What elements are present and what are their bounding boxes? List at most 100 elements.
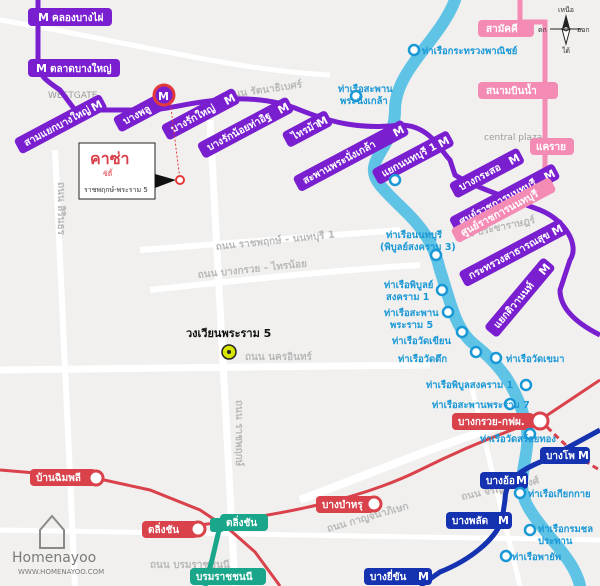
road-label: ถนน ราชพฤกษ์ [233, 400, 245, 467]
metro-icon: M [391, 123, 407, 140]
svg-text:ใต้: ใต้ [562, 46, 570, 55]
project-logo-text: คาซ่า [90, 149, 130, 168]
metro-icon: M [276, 100, 292, 117]
red-stations: บ้านฉิมพลี ตลิ่งชัน บางบำหรุ บางกรวย-กฟผ… [30, 411, 550, 538]
brand-name: Homenayoo [12, 550, 96, 566]
station-label: บางรักน้อยท่าอิฐ [205, 110, 273, 154]
metro-icon: M [38, 11, 49, 24]
station-bang-o[interactable]: บางอ้อ M [480, 472, 528, 489]
metro-icon: M [314, 114, 330, 131]
station-label: แยกติวานนท์ [491, 280, 537, 331]
metro-icon: M [550, 222, 566, 239]
metro-icon: M [498, 514, 509, 527]
road-label: ถนน นครอินทร์ [245, 351, 313, 363]
pier-label: พระนั่งเกล้า [340, 93, 388, 107]
landmark-label: วงเวียนพระราม 5 [186, 327, 271, 340]
pier-label: ท่าเรือสะพาน [384, 307, 439, 319]
project-connector [169, 99, 181, 181]
pier-label: ท่าเรือวัดเขียน [392, 335, 451, 347]
pier-label: สงคราม 1 [386, 292, 429, 303]
metro-icon: M [158, 90, 169, 103]
station-label: บรมราชชนนี [196, 571, 253, 583]
pier-label: ท่าเรือพิบูลย์ [384, 279, 433, 292]
station-sanam-bin-nam[interactable]: สนามบินน้ำ [478, 82, 558, 99]
pier-label: ท่าเรือวัดเขมา [506, 353, 565, 365]
station-label: สามแยกบางใหญ่ [21, 103, 92, 149]
pier-label: ประทาน [538, 535, 573, 547]
pier-label: ท่าเรือพายัพ [512, 551, 561, 563]
station-label: คลองบางไผ่ [52, 11, 104, 24]
place-label: central plaza [484, 133, 542, 143]
station-label: ตลาดบางใหญ่ [50, 62, 112, 75]
project-callout[interactable]: คาซ่า ซิตี้ ราชพฤกษ์-พระราม 5 [78, 142, 185, 200]
pier-label: ท่าเรือวัดสร้อยทอง [480, 433, 556, 445]
road-label: ถนน สิรินธร [55, 182, 67, 236]
station-samakkhi[interactable]: สามัคคี [478, 20, 534, 37]
landmark-rama5-circle[interactable]: วงเวียนพระราม 5 [186, 327, 271, 360]
green-stations: ตลิ่งชัน บรมราชชนนี [190, 514, 268, 585]
pier-label: ท่าเรือวัดตึก [398, 353, 447, 365]
station-label: บางกรวย-กฟผ. [458, 416, 525, 428]
station-label: บางยี่ขัน [370, 569, 407, 583]
svg-text:ตก: ตก [538, 26, 547, 34]
pier-label: ท่าเรือพิบูลสงคราม 1 [426, 379, 513, 392]
station-taling-chan-green[interactable]: ตลิ่งชัน [220, 514, 268, 531]
station-bang-yi-khan[interactable]: บางยี่ขัน M [364, 568, 432, 585]
station-khae-rai[interactable]: แคราย [530, 138, 574, 155]
pier-label: ท่าเรือสะพาน [338, 83, 393, 95]
station-bang-pho[interactable]: บางโพ M [540, 447, 590, 464]
road-label: ถนน ราชพฤกษ์ - นนทบุรี 1 [215, 229, 335, 253]
station-label: สะพานพระนั่งเกล้า [300, 137, 378, 187]
station-borommaratchachonnani[interactable]: บรมราชชนนี [190, 568, 266, 585]
red-line [199, 378, 600, 527]
station-talad-bang-yai[interactable]: M ตลาดบางใหญ่ [28, 59, 120, 77]
station-label: บ้านฉิมพลี [36, 472, 81, 484]
metro-icon: M [436, 134, 452, 151]
station-label: บางบำหรุ [322, 499, 363, 511]
station-taling-chan-red[interactable]: ตลิ่งชัน [142, 520, 207, 538]
station-bang-kruai-egat[interactable]: บางกรวย-กฟผ. [452, 411, 550, 431]
metro-icon: M [578, 449, 589, 462]
station-marker [152, 83, 176, 107]
station-bang-bamru[interactable]: บางบำหรุ [316, 495, 383, 513]
metro-icon: M [36, 62, 47, 75]
project-logo-sub: ซิตี้ [103, 167, 113, 178]
compass: เหนือ ออก ตก ใต้ [538, 6, 590, 55]
svg-text:เหนือ: เหนือ [558, 6, 574, 14]
compass-icon [562, 14, 570, 29]
house-icon [39, 514, 65, 549]
station-label: ตลิ่งชัน [226, 515, 257, 529]
metro-icon: M [516, 474, 527, 487]
place-label: WESTGATE [48, 91, 98, 101]
svg-text:ออก: ออก [577, 26, 590, 34]
station-label: บางอ้อ [486, 475, 515, 487]
station-label: แคราย [536, 142, 566, 153]
station-label: สนามบินน้ำ [486, 83, 537, 97]
metro-icon: M [418, 570, 429, 583]
blue-stations: บางโพ M บางอ้อ M บางพลัด M บางยี่ขัน M [364, 447, 590, 585]
pier-labels: ท่าเรือกระทรวงพาณิชย์ ท่าเรือสะพาน พระนั… [338, 45, 593, 563]
pier-label: พระราม 5 [390, 320, 433, 331]
pier-label: ท่าเรือเกียกกาย [528, 488, 591, 500]
station-bang-phlat[interactable]: บางพลัด M [446, 512, 512, 529]
brand-url: WWW.HOMENAYOO.COM [18, 568, 104, 576]
pier-label: ท่าเรือสะพานพระราม 7 [432, 399, 530, 411]
pier-markers [349, 43, 537, 563]
pier-label: ท่าเรือนนทบุรี [386, 229, 443, 241]
station-label: สามัคคี [486, 23, 518, 35]
station-label: บางโพ [546, 449, 575, 462]
metro-icon: M [222, 91, 238, 108]
brand-logo: Homenayoo WWW.HOMENAYOO.COM [12, 514, 104, 576]
station-sai-ma[interactable]: ไทรม้า M [281, 110, 333, 148]
project-location-marker [175, 175, 185, 185]
pier-label: ท่าเรือกรมชล [538, 523, 593, 535]
metro-icon: M [89, 98, 105, 115]
station-ban-chimphli[interactable]: บ้านฉิมพลี [30, 469, 105, 487]
metro-icon: M [506, 151, 522, 168]
pier-label: ท่าเรือกระทรวงพาณิชย์ [422, 45, 517, 57]
station-label: ตลิ่งชัน [148, 522, 179, 536]
interchange-icon [210, 518, 224, 532]
station-khlong-bang-phai[interactable]: M คลองบางไผ่ [28, 8, 112, 26]
pier-label: (พิบูลย์สงคราม 3) [380, 241, 456, 254]
